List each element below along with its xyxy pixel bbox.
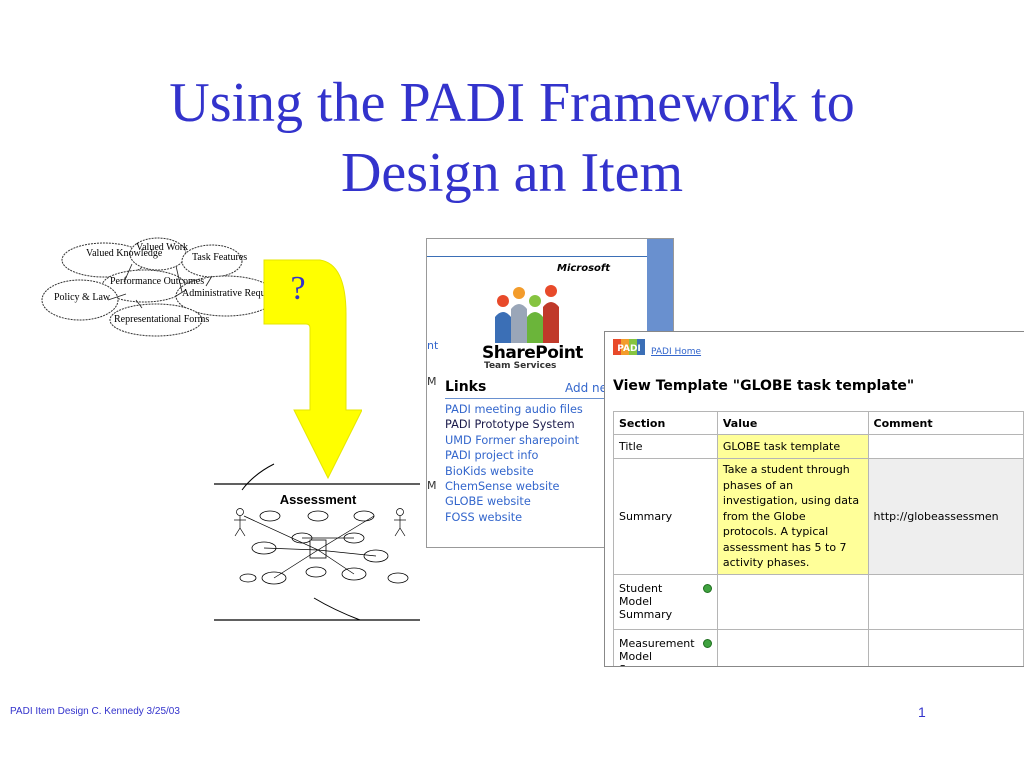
clipped-text-m1: M [427,375,437,388]
link-padi-prototype-system[interactable]: PADI Prototype System [445,418,575,432]
clipped-link-text[interactable]: nt [427,339,439,352]
title-line-1: Using the PADI Framework to [169,72,855,134]
table-row: Title GLOBE task template [613,434,1024,459]
row-measurement-model-section: Measurement Model Summary [613,628,718,666]
green-dot-icon[interactable] [702,639,712,648]
link-globe-website[interactable]: GLOBE website [445,495,531,509]
cloud-label-administrative-requirements: Administrative Requirements [182,288,281,299]
cloud-label-representational-forms: Representational Forms [114,314,209,325]
page-number: 1 [918,704,926,720]
slide-title: Using the PADI Framework to Design an It… [60,68,964,208]
links-list: PADI meeting audio files PADI Prototype … [445,402,583,525]
footer-credit: PADI Item Design C. Kennedy 3/25/03 [10,706,180,717]
row-student-model-label: Student Model Summary [619,582,673,621]
row-measurement-model-comment [867,628,1024,666]
cloud-label-policy-law: Policy & Law [54,292,111,303]
row-title-comment [867,434,1024,459]
cloud-label-valued-work: Valued Work [136,242,188,253]
link-padi-project-info[interactable]: PADI project info [445,449,539,463]
table-row: Measurement Model Summary [613,628,1024,666]
framework-cloud-diagram: Valued Knowledge Valued Work Task Featur… [41,237,281,337]
row-title-section: Title [613,434,718,459]
clipped-text-m2: M [427,479,437,492]
assessment-title: Assessment [280,492,357,507]
row-summary-comment: http://globeassessmen [867,458,1024,575]
row-measurement-model-label: Measurement Model Summary [619,637,695,666]
template-table: Section Value Comment Title GLOBE task t… [613,411,1024,666]
sharepoint-top-rule [427,256,649,257]
header-section: Section [613,411,718,435]
yellow-arrow-icon [263,259,362,480]
row-student-model-section: Student Model Summary [613,573,718,630]
header-comment: Comment [867,411,1024,435]
link-biokids-website[interactable]: BioKids website [445,464,534,478]
padi-logo-text: PADI [617,344,641,354]
links-divider [445,398,605,399]
sharepoint-people-icon [495,285,559,343]
table-row: Student Model Summary [613,573,1024,630]
row-summary-value: Take a student through phases of an inve… [716,458,869,575]
assessment-use-case-diagram: Assessment [214,463,420,621]
cloud-label-valued-knowledge: Valued Knowledge [86,248,163,259]
row-measurement-model-value [716,628,869,666]
header-value: Value [716,411,869,435]
microsoft-logo: Microsoft [557,263,611,274]
padi-home-link[interactable]: PADI Home [651,347,702,357]
add-new-link[interactable]: Add ne [565,381,608,395]
row-student-model-value [716,573,869,630]
link-foss-website[interactable]: FOSS website [445,510,523,524]
cloud-label-performance-outcomes: Performance Outcomes [110,276,204,287]
template-window: PADI PADI Home View Template "GLOBE task… [604,331,1024,667]
link-chemsense-website[interactable]: ChemSense website [445,480,560,494]
green-dot-icon[interactable] [702,584,712,593]
sharepoint-subtitle: Team Services [484,361,557,371]
row-student-model-comment [867,573,1024,630]
table-header-row: Section Value Comment [613,411,1024,435]
question-mark: ? [290,270,306,307]
links-heading: Links [445,379,487,395]
table-row: Summary Take a student through phases of… [613,458,1024,575]
row-title-value: GLOBE task template [716,434,869,459]
padi-logo-icon: PADI [613,339,645,355]
link-umd-former-sharepoint[interactable]: UMD Former sharepoint [445,433,580,447]
row-summary-section: Summary [613,458,718,575]
sharepoint-product-name: SharePoint [482,343,583,363]
template-title: View Template "GLOBE task template" [613,378,915,394]
cloud-label-task-features: Task Features [192,252,247,263]
link-padi-meeting-audio[interactable]: PADI meeting audio files [445,403,583,416]
title-line-2: Design an Item [340,142,684,204]
